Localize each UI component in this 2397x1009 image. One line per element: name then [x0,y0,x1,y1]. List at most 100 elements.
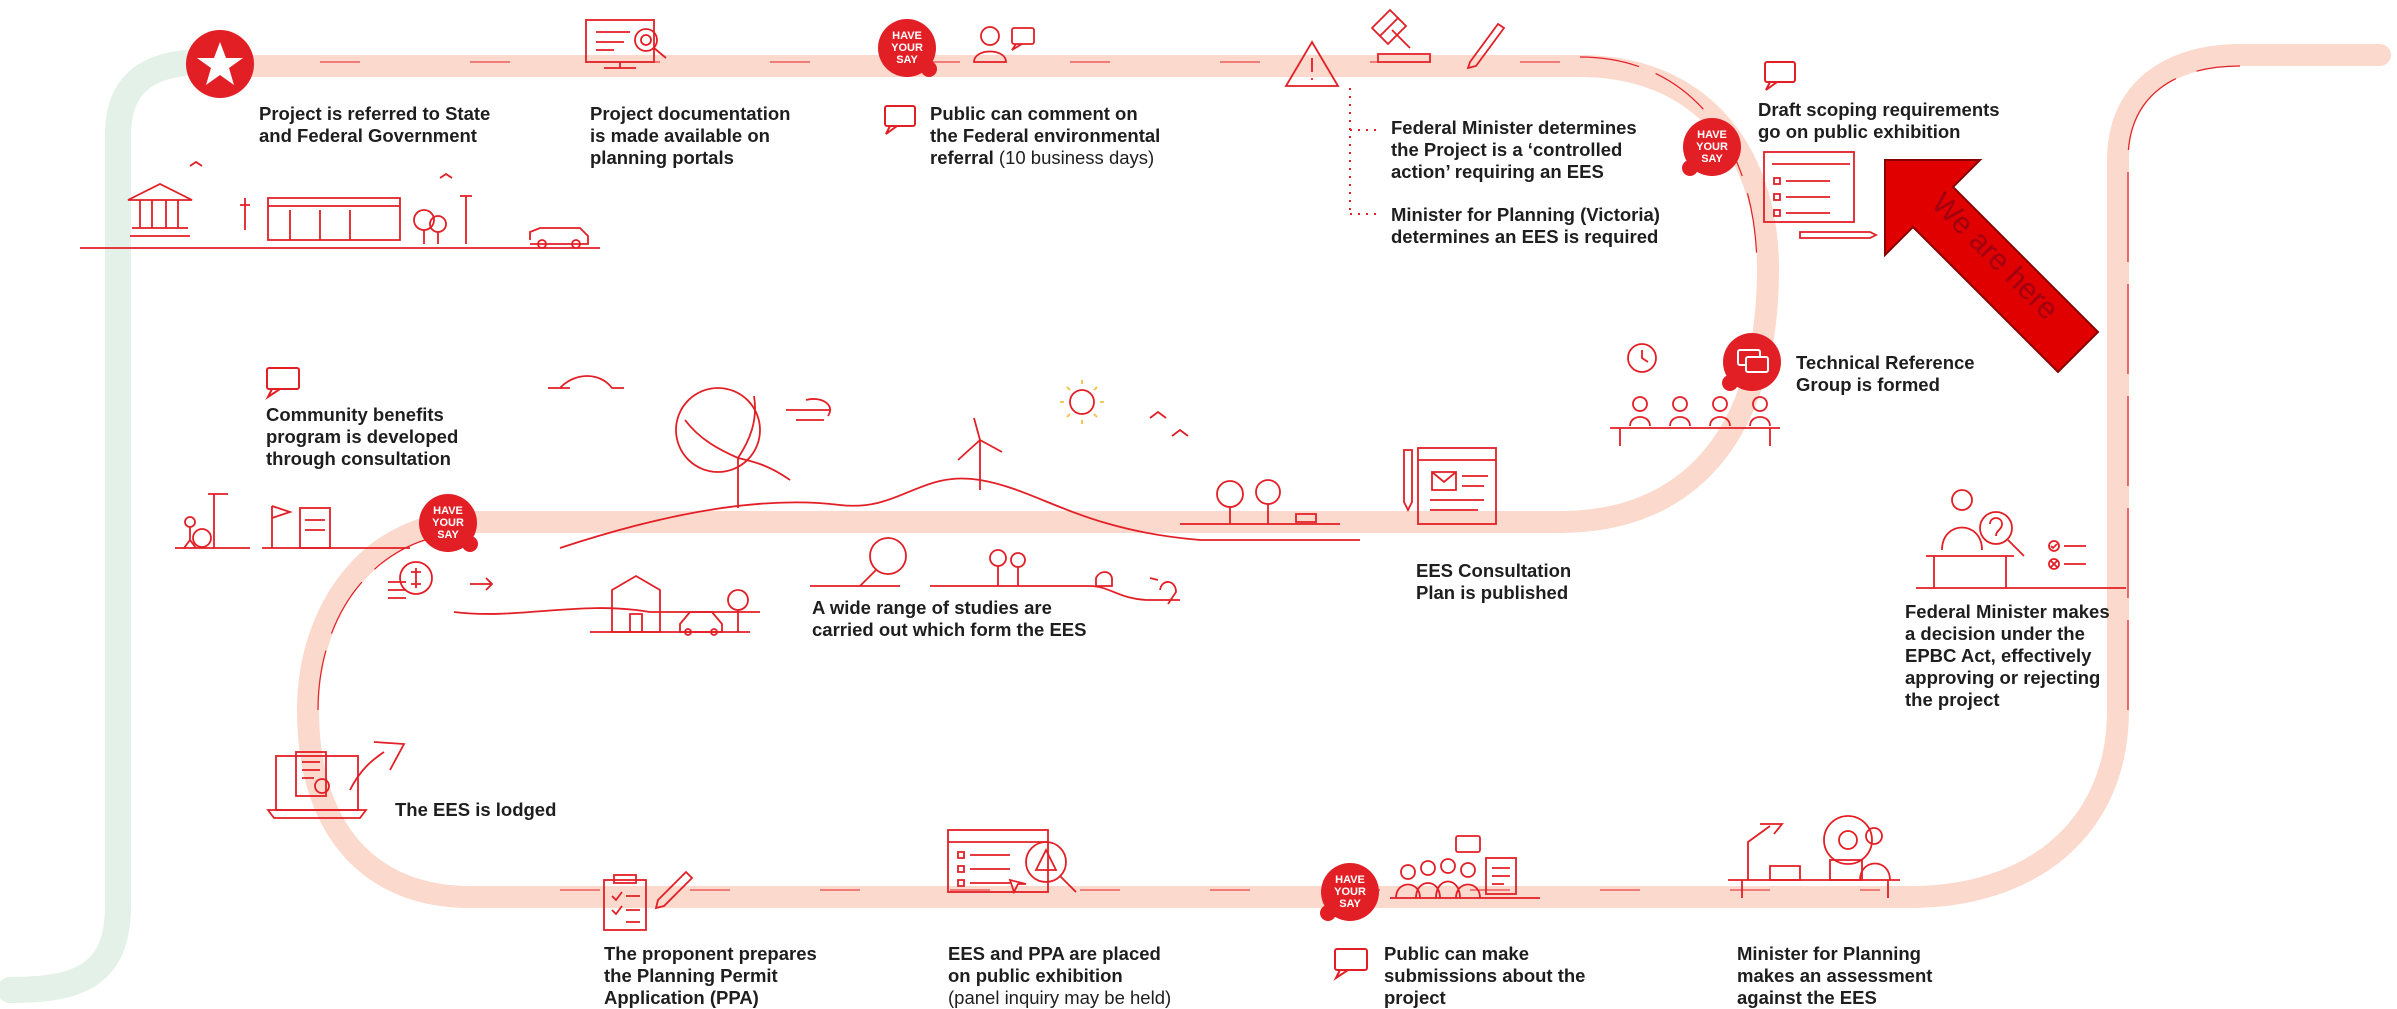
step-text-line: Draft scoping requirements [1758,99,2000,120]
step-text-line: planning portals [590,147,734,168]
step-label-submissions: Public can make submissions about the pr… [1384,943,1585,1009]
start-star-marker [186,30,254,98]
step-text-line: on public exhibition [948,965,1123,986]
step-text-line: Plan is published [1416,582,1569,603]
have-your-say-text: SAY [1701,153,1723,165]
legal-icons [1284,8,1506,87]
step-text-line: action’ requiring an EES [1391,161,1604,182]
step-text-line: Public can comment on [930,103,1138,124]
have-your-say-text: YOUR [432,517,464,529]
step-label-trg: Technical Reference Group is formed [1796,352,1975,396]
step-text-line: against the EES [1737,987,1877,1008]
step-label-controlled-action: Federal Minister determines the Project … [1391,117,1637,183]
step-label-public-comment: Public can comment on the Federal enviro… [930,103,1160,169]
step-label-studies: A wide range of studies are carried out … [812,597,1086,641]
lodged-laptop-icon [266,741,406,819]
meeting-table-illustration [1610,343,1780,446]
step-text-line: the project [1905,689,2000,710]
portal-monitor-icon [585,19,667,69]
step-label-ppa: The proponent prepares the Planning Perm… [604,943,817,1009]
step-text-line: go on public exhibition [1758,121,1961,142]
step-text-line: referral (10 business days) [930,147,1160,169]
step-text-line: the Project is a ‘controlled [1391,139,1623,160]
dotted-connector [1349,88,1380,215]
step-text-line: Group is formed [1796,374,1940,395]
step-text-line: Federal Minister determines [1391,117,1637,138]
ppa-clipboard-icon [603,870,694,931]
step-text-line: the Federal environmental [930,125,1161,146]
step-label-epbc-decision: Federal Minister makes a decision under … [1905,601,2110,711]
step-text-line: the Planning Permit [604,965,778,986]
step-text-line: Technical Reference [1796,352,1975,373]
have-your-say-text: SAY [896,54,918,66]
step-label-scoping: Draft scoping requirements go on public … [1758,99,2000,143]
have-your-say-text: SAY [437,529,459,541]
step-label-assessment: Minister for Planning makes an assessmen… [1737,943,1932,1009]
step-text-line: a decision under the [1905,623,2085,644]
step-text-line: determines an EES is required [1391,226,1659,247]
step-text-line: and Federal Government [259,125,477,146]
have-your-say-text: HAVE [433,505,463,517]
have-your-say-text: SAY [1339,898,1361,910]
have-your-say-text: YOUR [1334,886,1366,898]
step-text-line: approving or rejecting [1905,667,2101,688]
step-text-line: carried out which form the EES [812,619,1087,640]
commenter-icon [973,26,1035,63]
step-label-consultation-plan: EES Consultation Plan is published [1416,560,1571,604]
journey-guide-line-3 [2127,65,2241,710]
step-text-line: makes an assessment [1737,965,1933,986]
scoping-document-icon [1763,151,1879,239]
submissions-crowd-illustration [1390,835,1540,899]
step-text-line: EPBC Act, effectively [1905,645,2092,666]
step-text-line: program is developed [266,426,459,447]
step-text-line: Federal Minister makes [1905,601,2110,622]
exhibition-screen-icon [947,829,1077,895]
step-text-line: project [1384,987,1446,1008]
step-label-ees-required: Minister for Planning (Victoria) determi… [1391,204,1660,248]
journey-guide-line-2 [317,532,471,711]
consultation-plan-icon [1403,447,1497,525]
have-your-say-text: HAVE [1697,129,1727,141]
step-text-line: EES and PPA are placed [948,943,1161,964]
have-your-say-text: HAVE [1335,874,1365,886]
step-label-exhibition: EES and PPA are placed on public exhibit… [948,943,1171,1009]
step-text-line: Minister for Planning (Victoria) [1391,204,1660,225]
have-your-say-text: YOUR [891,42,923,54]
have-your-say-text: YOUR [1696,141,1728,153]
step-label-community-benefits: Community benefits program is developed … [266,404,458,470]
step-text-line: EES Consultation [1416,560,1572,581]
step-text-line: Public can make [1384,943,1529,964]
trg-chat-marker [1722,333,1781,391]
step-text-line: through consultation [266,448,451,469]
step-text-line: Application (PPA) [604,987,759,1008]
journey-path [204,44,2391,908]
have-your-say-text: HAVE [892,30,922,42]
step-text-line: A wide range of studies are [812,597,1052,618]
step-text-line: Project is referred to State [259,103,491,124]
community-scene-illustration [175,493,760,636]
step-text-line: Project documentation [590,103,791,124]
assessment-desk-illustration [1728,815,1900,898]
step-label-documentation: Project documentation is made available … [590,103,790,169]
step-label-lodged: The EES is lodged [395,799,556,821]
chat-icon [265,61,1796,981]
step-text-line: Community benefits [266,404,444,425]
step-text-line: The proponent prepares [604,943,817,964]
step-text-line: The EES is lodged [395,799,557,820]
step-text-line: submissions about the [1384,965,1586,986]
step-label-referral: Project is referred to State and Federal… [259,103,490,147]
step-text-line: is made available on [590,125,770,146]
step-text-bold: referral [930,147,994,168]
step-text-line: Minister for Planning [1737,943,1921,964]
green-entry-path [0,49,218,1003]
we-are-here-arrow: We are here [1884,159,2100,374]
step-text-note: (panel inquiry may be held) [948,987,1172,1008]
studies-illustration [810,537,1180,605]
federal-decision-illustration [1916,489,2126,589]
step-text-note: (10 business days) [993,147,1155,168]
